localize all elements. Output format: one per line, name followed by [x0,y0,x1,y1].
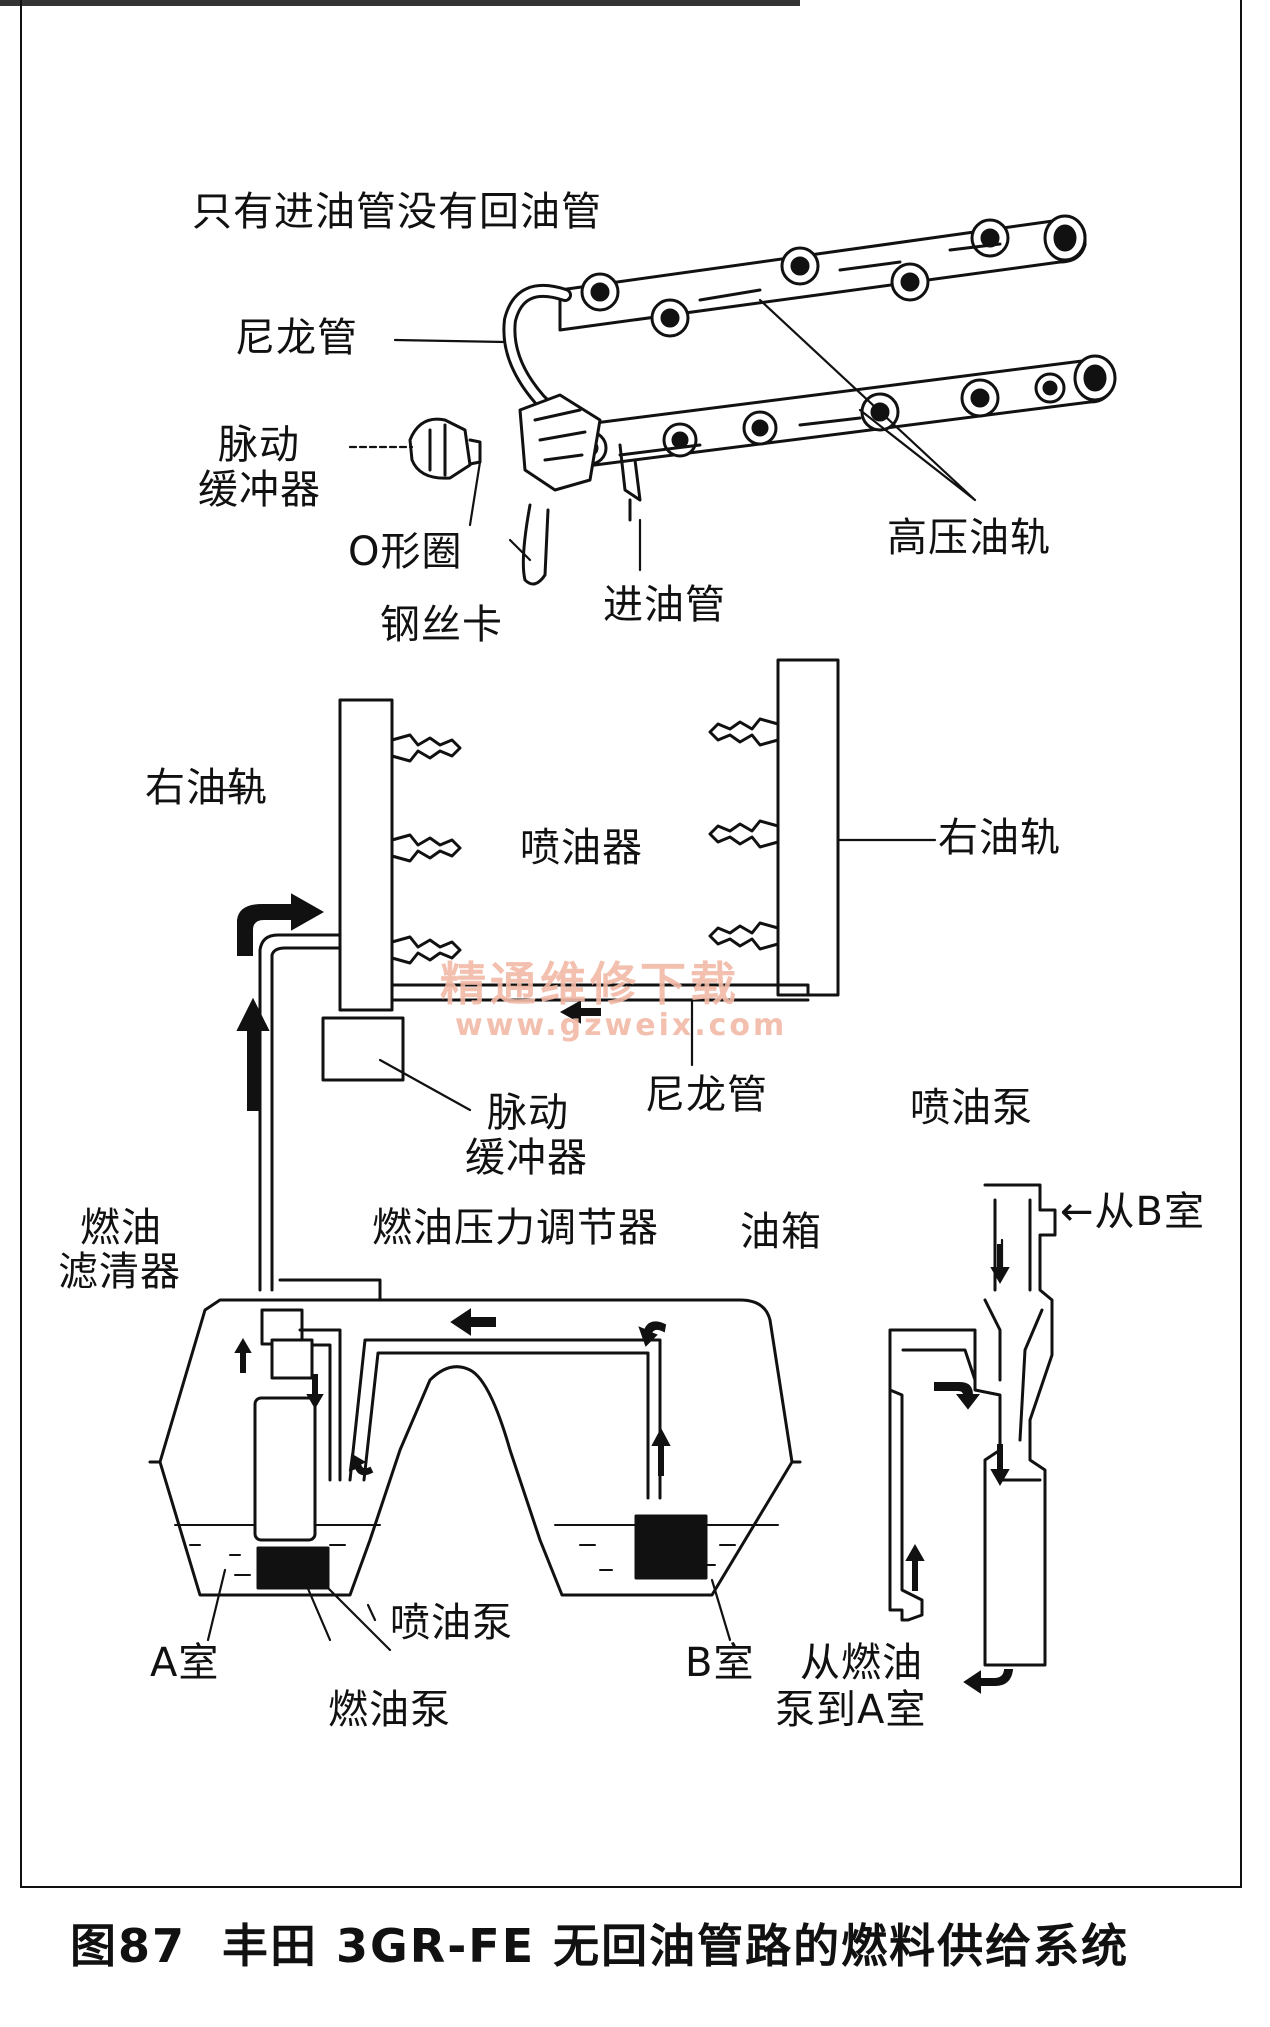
supply-pipe-outer [258,933,342,1292]
injectors-left [390,733,462,965]
jet-pump-detail [888,1183,1057,1667]
label-from-b-chamber: ←从B室 [1060,1189,1205,1235]
label-jet-pump-top: 喷油泵 [910,1085,1033,1131]
label-fuel-filter-2: 滤清器 [58,1249,181,1295]
label-pressure-regulator: 燃油压力调节器 [372,1205,659,1251]
down-arrow-jet-top [990,1244,1010,1285]
watermark-line-2: www.gzweix.com [455,1008,788,1043]
label-high-pressure-rail: 高压油轨 [887,515,1051,561]
down-arrow-regulator [306,1374,324,1409]
watermark-line-1: 精通维修下载 [440,957,740,1011]
lower-fuel-rail [538,354,1117,474]
label-inlet-pipe: 进油管 [603,582,726,628]
label-wire-clip: 钢丝卡 [380,602,503,648]
label-fuel-pump: 燃油泵 [328,1687,451,1733]
label-o-ring: O形圈 [348,529,463,575]
curl-arrow-jetpump [348,1453,374,1476]
label-fuel-tank: 油箱 [740,1209,822,1255]
fuel-tank [148,1278,802,1597]
mid-damper-box [321,1016,405,1082]
label-pulsation-damper-top-2: 缓冲器 [198,467,321,513]
upper-fuel-rail [558,214,1087,338]
label-from-pump-1: 从燃油 [800,1640,923,1686]
up-arrow-jet-inlet [905,1543,925,1591]
label-pulsation-damper-mid-2: 缓冲器 [465,1135,588,1181]
top-scrap-line [0,0,800,6]
pipe-arrow [559,1000,601,1024]
caption-text: 丰田 3GR-FE 无回油管路的燃料供给系统 [222,1919,1130,1973]
label-right-rail-left: 右油轨 [145,765,268,811]
left-rail-block [338,698,394,1012]
right-rail-block [776,658,840,997]
label-a-chamber: A室 [150,1640,220,1686]
figure-caption: 图87 丰田 3GR-FE 无回油管路的燃料供给系统 [70,1910,1240,1976]
label-jet-pump-bottom: 喷油泵 [390,1600,513,1646]
bend-arrow-top-right [638,1321,667,1347]
label-pulsation-damper-top-1: 脉动 [218,422,300,468]
supply-pipe-inner [270,946,342,1292]
label-pulsation-damper-mid-1: 脉动 [487,1090,569,1136]
up-arrow-supply [236,997,270,1111]
exit-arrow-jet [963,1669,1014,1694]
label-nylon-tube-mid: 尼龙管 [645,1072,768,1118]
caption-number: 图87 [70,1919,187,1973]
return-arrow-top [450,1308,496,1336]
label-fuel-filter-1: 燃油 [80,1205,162,1251]
label-injector: 喷油器 [520,825,643,871]
label-only-inlet: 只有进油管没有回油管 [192,189,602,235]
label-right-rail-right: 右油轨 [938,815,1061,861]
label-from-pump-2: 泵到A室 [775,1687,927,1733]
injectors-right [708,717,780,951]
damper-assembly [408,393,642,586]
label-b-chamber: B室 [685,1640,755,1686]
figure-frame [20,0,1242,1888]
down-arrow-jet-mid [990,1444,1010,1487]
label-nylon-tube-top: 尼龙管 [235,315,358,361]
up-arrow-b-chamber [651,1427,671,1476]
connecting-pipe [390,983,810,1002]
up-arrow-filter [234,1338,252,1373]
turn-arrow-supply [237,893,325,956]
bend-arrow-jet [934,1382,981,1410]
